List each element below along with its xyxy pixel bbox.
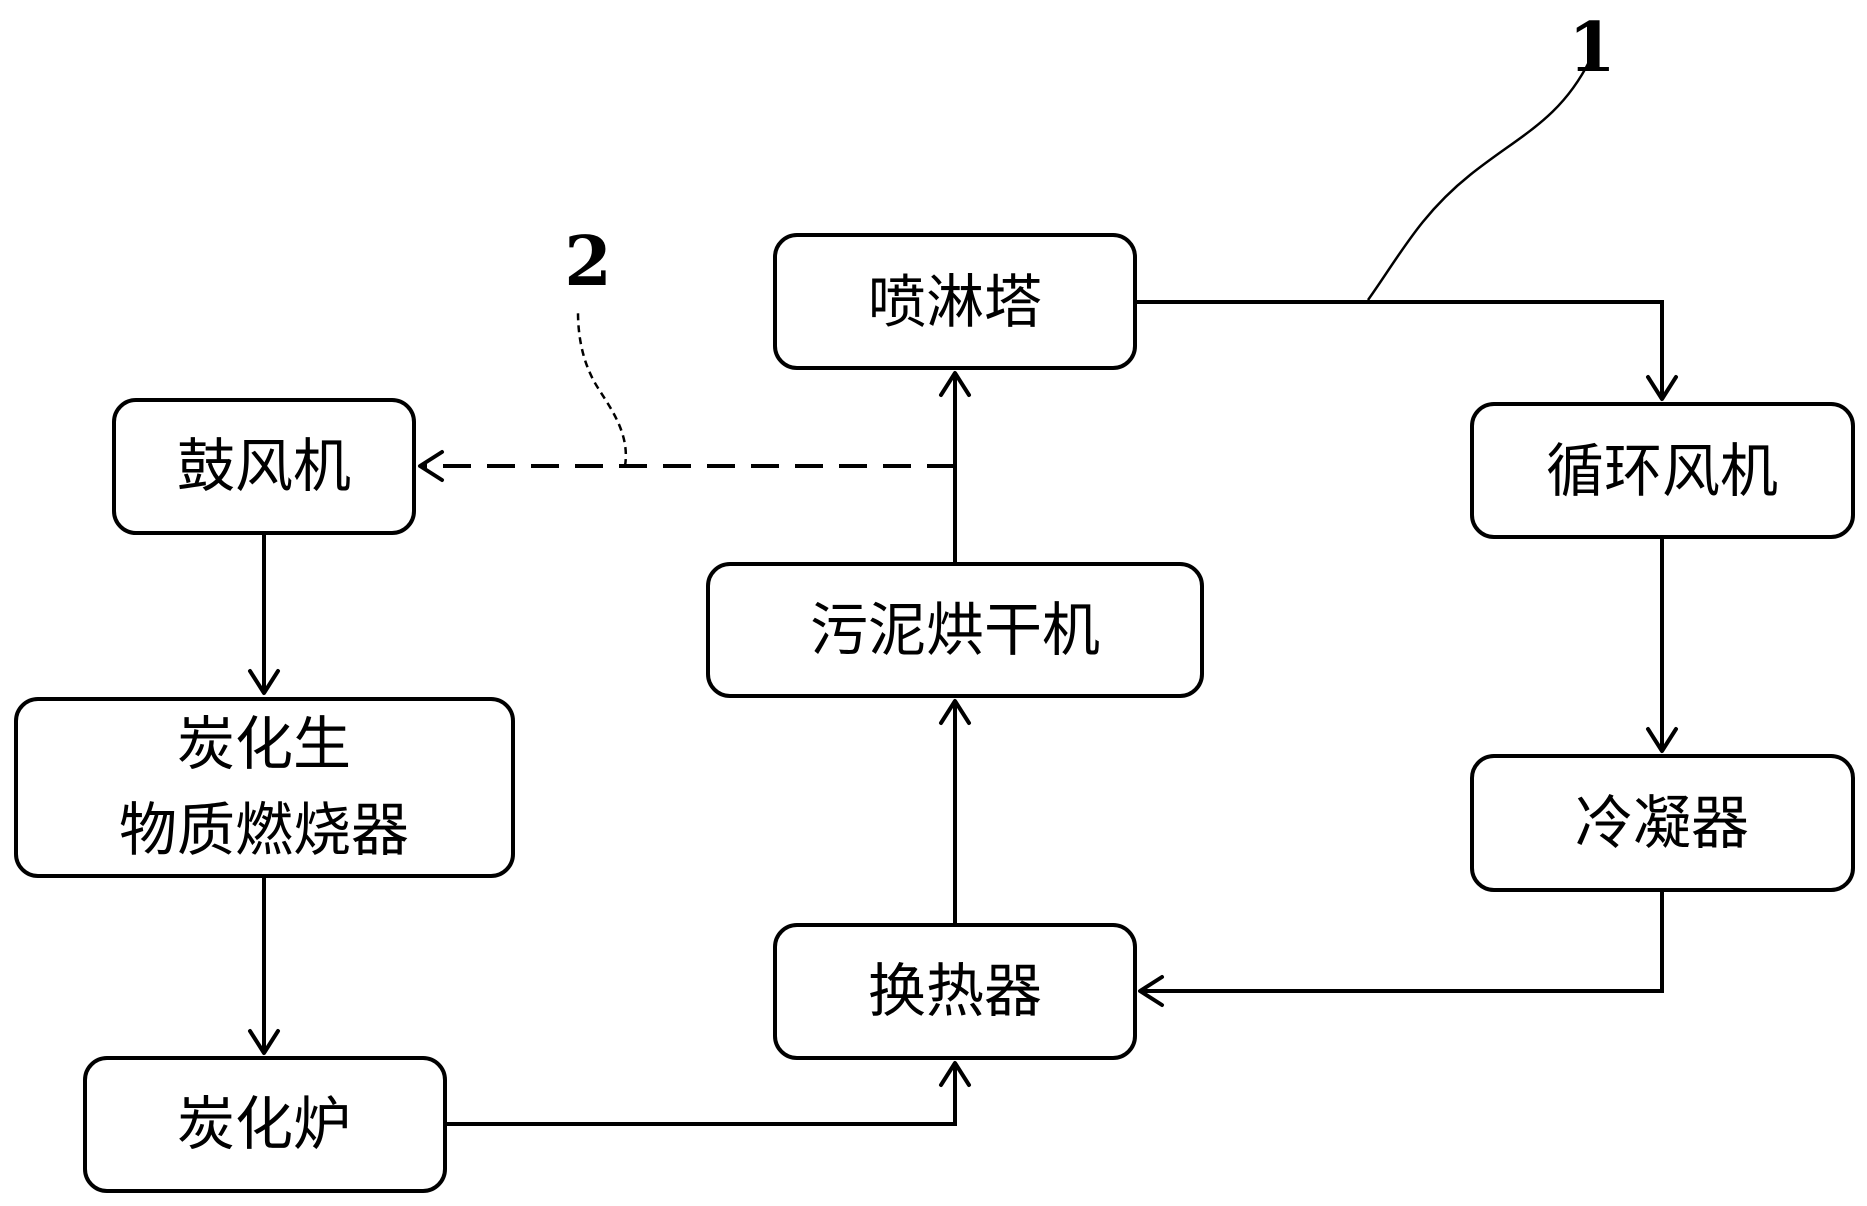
arrow-burner-to-furnace <box>248 876 280 1055</box>
arrow-fan-to-condenser <box>1646 537 1678 753</box>
callout-1-label: 1 <box>1568 8 1615 88</box>
arrow-furnace-to-heat-exchanger <box>445 1061 971 1126</box>
arrow-spray-tower-to-fan <box>1135 300 1678 401</box>
node-blower: 鼓风机 <box>112 398 416 535</box>
node-sludge-dryer: 污泥烘干机 <box>706 562 1204 698</box>
arrow-heat-exchanger-to-dryer <box>939 699 971 925</box>
callout-2-label: 2 <box>564 222 611 302</box>
node-biomass-burner: 炭化生 物质燃烧器 <box>14 697 515 878</box>
node-spray-tower-label: 喷淋塔 <box>868 268 1042 336</box>
node-circulation-fan: 循环风机 <box>1470 402 1855 539</box>
arrow-dryer-to-spray-tower <box>939 371 971 564</box>
arrow-condenser-to-heat-exchanger <box>1138 890 1664 1007</box>
node-sludge-dryer-label: 污泥烘干机 <box>810 596 1100 664</box>
dashed-arrow-to-blower <box>418 450 955 482</box>
callout-2: 2 <box>564 222 628 467</box>
arrow-blower-to-burner <box>248 533 280 695</box>
node-condenser-label: 冷凝器 <box>1575 789 1749 857</box>
callout-1: 1 <box>1366 8 1616 301</box>
node-blower-label: 鼓风机 <box>177 432 351 500</box>
node-carbonization-furnace: 炭化炉 <box>83 1056 447 1193</box>
node-heat-exchanger-label: 换热器 <box>868 957 1042 1025</box>
node-biomass-burner-label-line1: 炭化生 <box>177 710 351 778</box>
node-condenser: 冷凝器 <box>1470 754 1855 892</box>
node-circulation-fan-label: 循环风机 <box>1546 437 1778 505</box>
node-spray-tower: 喷淋塔 <box>773 233 1137 370</box>
node-biomass-burner-label-line2: 物质燃烧器 <box>119 796 409 864</box>
node-heat-exchanger: 换热器 <box>773 923 1137 1060</box>
node-carbonization-furnace-label: 炭化炉 <box>177 1090 351 1158</box>
